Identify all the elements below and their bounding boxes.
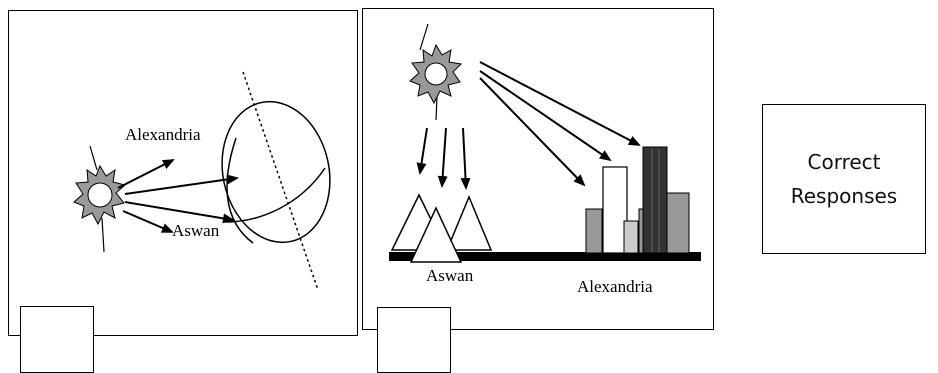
label-alexandria-left: Alexandria xyxy=(125,125,201,144)
sun-icon xyxy=(73,145,127,253)
correct-responses-line2: Responses xyxy=(790,184,898,208)
ray-arrow-alexandria-earth xyxy=(124,174,239,195)
left-diagram-panel xyxy=(8,10,358,336)
correct-responses-box: Correct Responses xyxy=(762,104,926,254)
right-diagram-panel xyxy=(362,8,714,330)
answer-box-left[interactable] xyxy=(20,306,94,373)
left-diagram-svg: Alexandria Aswan xyxy=(73,71,331,291)
label-aswan-left: Aswan xyxy=(172,221,220,240)
answer-box-right[interactable] xyxy=(377,307,451,373)
earth-sphere xyxy=(221,100,331,244)
ray-arrow-alexandria xyxy=(117,159,175,189)
ray-arrow-aswan-earth xyxy=(124,201,235,224)
ray-arrow-aswan xyxy=(122,210,174,233)
correct-responses-line1: Correct xyxy=(807,150,881,174)
